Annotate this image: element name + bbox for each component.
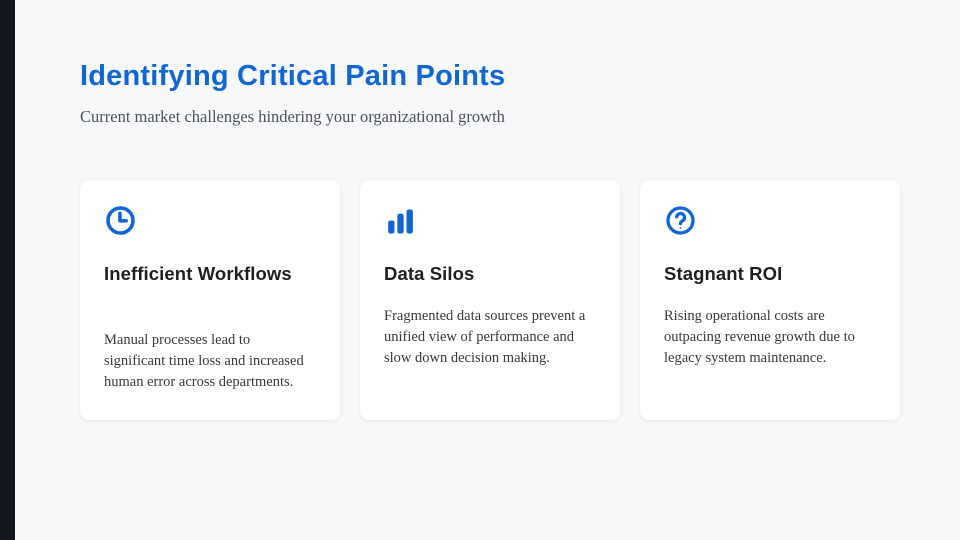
bar-chart-icon — [384, 204, 417, 237]
card-title: Stagnant ROI — [664, 263, 783, 284]
left-edge-bar — [0, 0, 15, 540]
card-data-silos: Data Silos Fragmented data sources preve… — [360, 180, 620, 420]
clock-icon — [104, 204, 137, 237]
card-body: Rising operational costs are outpacing r… — [664, 308, 855, 367]
card-stagnant-roi: Stagnant ROI Rising operational costs ar… — [640, 180, 900, 420]
card-body: Manual processes lead to significant tim… — [104, 332, 304, 391]
page-title: Identifying Critical Pain Points — [80, 60, 506, 92]
page-subtitle: Current market challenges hindering your… — [80, 107, 505, 126]
card-body: Fragmented data sources prevent a unifie… — [384, 308, 586, 367]
card-inefficient-workflows: Inefficient Workflows Manual processes l… — [80, 180, 340, 420]
question-circle-icon — [664, 204, 697, 237]
slide-header: Identifying Critical Pain Points Current… — [80, 0, 900, 127]
card-title: Inefficient Workflows — [104, 263, 292, 284]
pain-point-cards: Inefficient Workflows Manual processes l… — [80, 180, 900, 420]
card-title: Data Silos — [384, 263, 475, 284]
